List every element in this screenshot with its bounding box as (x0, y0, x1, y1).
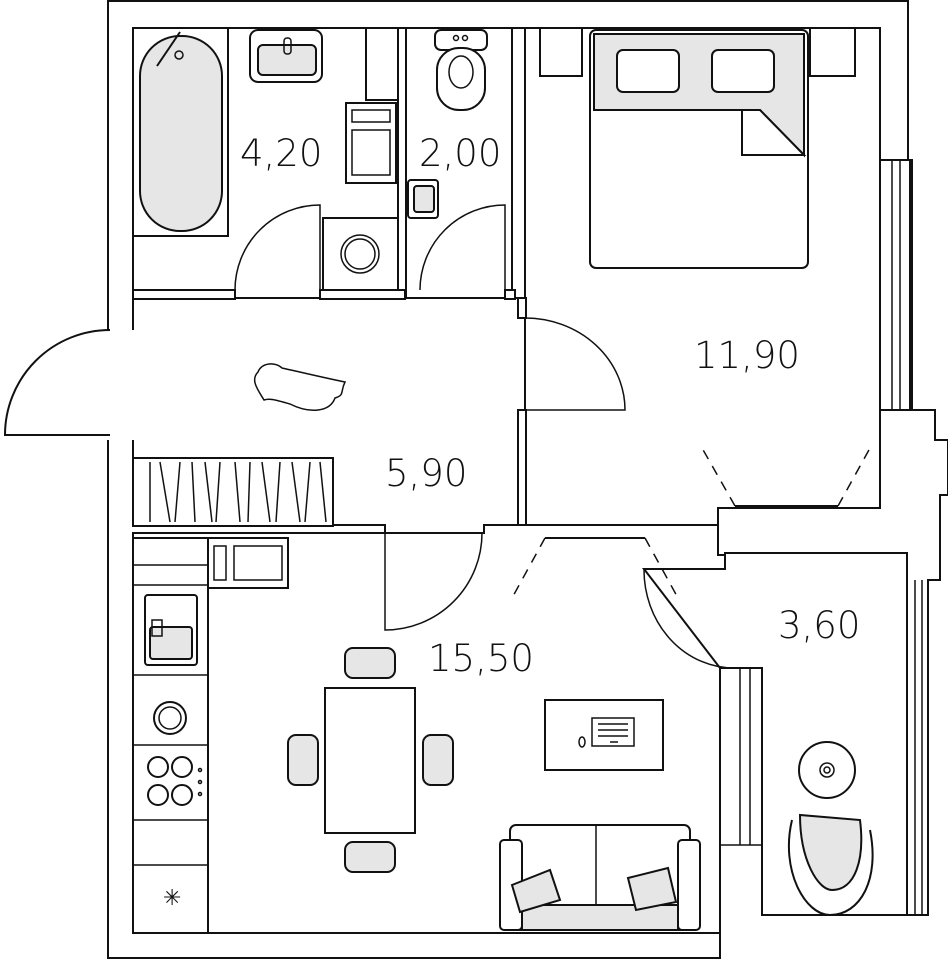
area-label-toilet: 2,00 (419, 132, 501, 175)
sofa (499, 824, 701, 931)
balcony-table (798, 741, 856, 799)
bathtub (132, 27, 229, 237)
area-label-hallway: 5,90 (385, 452, 467, 495)
balcony-right-window (914, 580, 923, 915)
area-label-bathroom: 4,20 (240, 132, 322, 175)
bath-bottom-wall-right (319, 289, 406, 300)
bedroom-bottom-wall (517, 409, 527, 526)
partition-bath-wc (397, 27, 407, 299)
kitchen-sink (144, 594, 198, 666)
washing-machine (322, 217, 399, 291)
bedroom-left-wall (517, 297, 527, 319)
area-label-balcony: 3,60 (778, 604, 860, 647)
dining-table (287, 647, 454, 873)
bedroom-door[interactable] (524, 317, 626, 411)
entrance-gap (106, 330, 136, 440)
balcony-door[interactable] (643, 568, 736, 669)
microwave (207, 537, 289, 589)
bed (589, 29, 809, 269)
living-door[interactable] (384, 532, 483, 631)
desk (544, 699, 664, 771)
bath-bottom-wall-left (132, 289, 236, 300)
balcony-left-window (720, 668, 762, 846)
stove (147, 701, 203, 806)
cabinet (345, 27, 399, 184)
living-inner-window (511, 537, 679, 599)
bedroom-inner-window (701, 447, 871, 507)
fridge-snowflake-icon: ✳ (163, 886, 181, 911)
area-label-kitchen-living: 15,50 (428, 637, 534, 680)
wardrobe (132, 457, 334, 527)
window-top-left (539, 27, 583, 77)
entrance-door[interactable] (3, 329, 111, 436)
wc-bottom-wall (504, 289, 516, 300)
bathroom-door[interactable] (234, 204, 321, 291)
window-bedroom (879, 159, 911, 411)
area-label-bedroom: 11,90 (694, 334, 800, 377)
partition-wc-bedroom (511, 27, 526, 299)
wc-sink (407, 179, 439, 219)
toilet (434, 29, 488, 111)
wc-door[interactable] (419, 204, 506, 291)
dog-icon (253, 363, 347, 411)
bathroom-sink (249, 29, 323, 83)
armchair (787, 813, 874, 917)
window-top-right (809, 27, 856, 77)
